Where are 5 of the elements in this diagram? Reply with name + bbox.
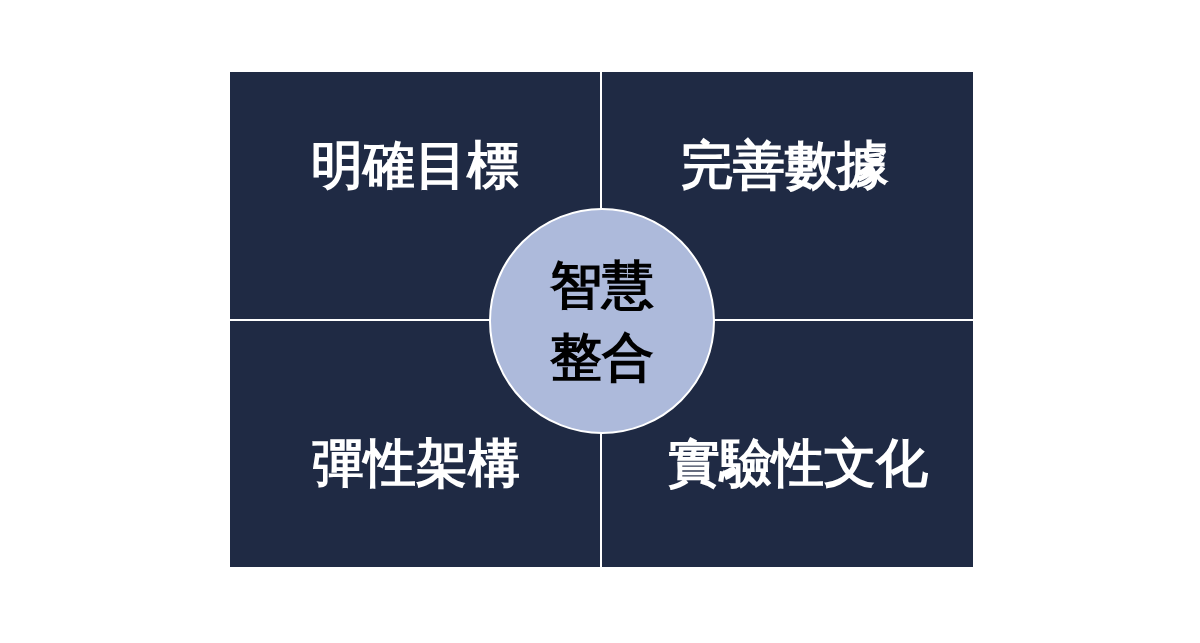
circle-label: 智慧整合 xyxy=(549,254,655,389)
quadrant-label: 完善數據 xyxy=(681,133,889,197)
quadrant-label: 明確目標 xyxy=(311,133,519,197)
quadrant-label: 彈性架構 xyxy=(312,431,520,495)
quadrant-label: 實驗性文化 xyxy=(668,431,928,495)
